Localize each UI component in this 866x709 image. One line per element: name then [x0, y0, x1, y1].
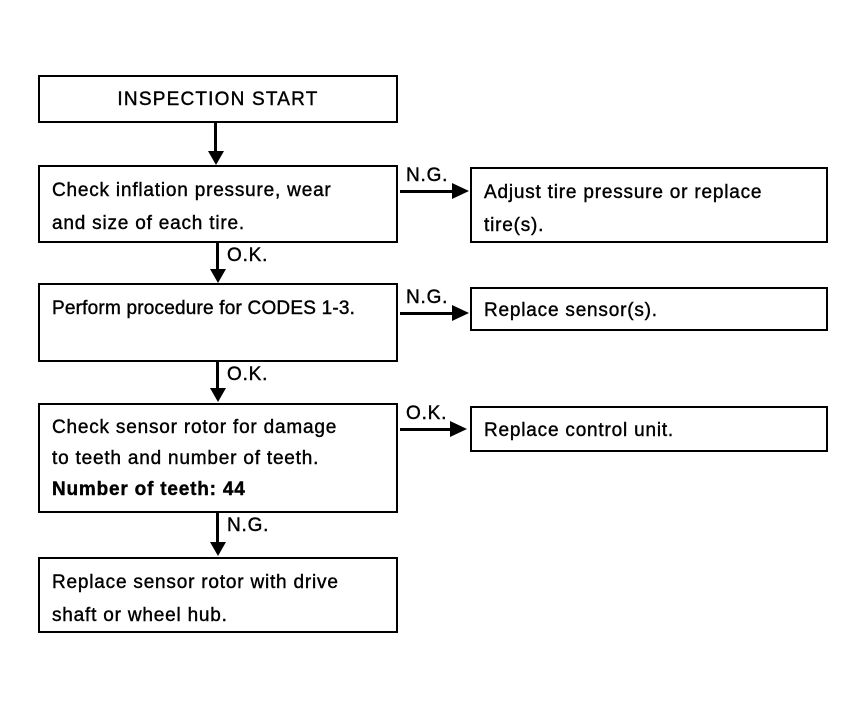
connector-line — [400, 312, 454, 315]
node-text-line: to teeth and number of teeth. — [52, 448, 320, 469]
arrow-right-icon — [452, 183, 469, 199]
perform-codes-procedure-node: Perform procedure for CODES 1-3. — [38, 283, 398, 362]
node-text-line: shaft or wheel hub. — [52, 605, 228, 626]
connector-line — [216, 362, 219, 390]
node-text-line: Perform procedure for CODES 1-3. — [52, 298, 356, 319]
ng-label: N.G. — [406, 165, 449, 186]
ng-label: N.G. — [406, 287, 449, 308]
replace-sensors-node: Replace sensor(s). — [470, 287, 828, 331]
node-text-line: Replace sensor(s). — [484, 300, 658, 321]
arrow-down-icon — [210, 388, 226, 402]
connector-line — [400, 190, 454, 193]
check-tire-pressure-node: Check inflation pressure, wear and size … — [38, 165, 398, 243]
replace-control-unit-node: Replace control unit. — [470, 406, 828, 452]
node-text-line: Adjust tire pressure or replace — [484, 182, 763, 203]
node-text-line: and size of each tire. — [52, 213, 245, 234]
check-sensor-rotor-node: Check sensor rotor for damage to teeth a… — [38, 403, 398, 513]
replace-sensor-rotor-node: Replace sensor rotor with drive shaft or… — [38, 557, 398, 633]
inspection-start-node: INSPECTION START — [38, 75, 398, 123]
node-emphasis-line: Number of teeth: 44 — [52, 479, 246, 500]
node-text-line: Check sensor rotor for damage — [52, 417, 338, 438]
connector-line — [216, 513, 219, 544]
ng-label: N.G. — [227, 515, 270, 536]
arrow-down-icon — [210, 269, 226, 283]
arrow-down-icon — [208, 151, 224, 165]
ok-label: O.K. — [406, 403, 448, 424]
node-text-line: Replace control unit. — [484, 420, 675, 441]
arrow-right-icon — [450, 421, 467, 437]
adjust-tire-pressure-node: Adjust tire pressure or replace tire(s). — [470, 167, 828, 243]
connector-line — [216, 243, 219, 271]
node-text-line: Replace sensor rotor with drive — [52, 572, 339, 593]
arrow-right-icon — [452, 305, 469, 321]
node-text-line: Check inflation pressure, wear — [52, 180, 332, 201]
arrow-down-icon — [210, 542, 226, 556]
ok-label: O.K. — [227, 364, 269, 385]
inspection-start-label: INSPECTION START — [117, 88, 319, 110]
connector-line — [214, 123, 217, 153]
connector-line — [400, 428, 452, 431]
ok-label: O.K. — [227, 245, 269, 266]
node-text-line: tire(s). — [484, 215, 545, 236]
